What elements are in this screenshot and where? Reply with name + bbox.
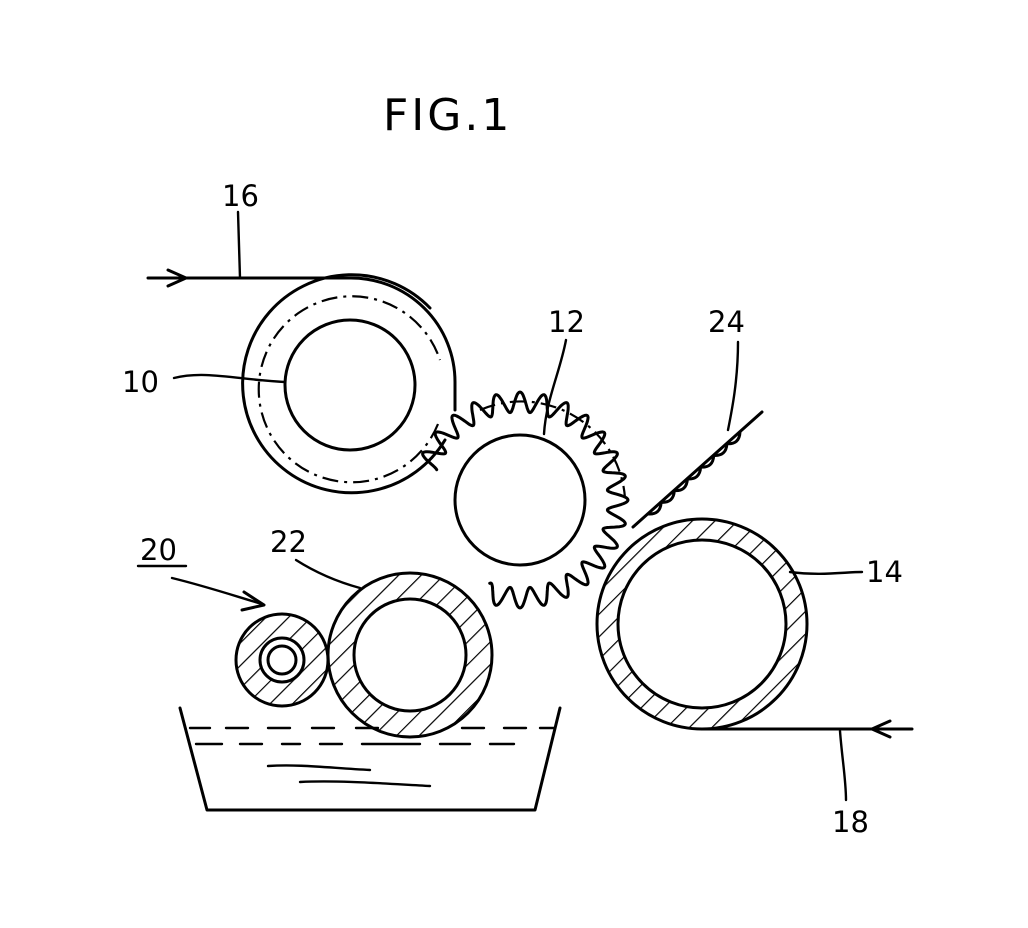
roll-12 bbox=[421, 338, 630, 610]
roll-10 bbox=[172, 273, 447, 495]
roll-22 bbox=[294, 558, 494, 739]
ref-label-16: 16 bbox=[222, 179, 259, 213]
web-18 bbox=[700, 719, 914, 802]
ref-label-10: 10 bbox=[122, 365, 159, 399]
web-16 bbox=[146, 210, 457, 412]
label-group-20: 20 bbox=[136, 533, 266, 612]
ref-label-14: 14 bbox=[866, 555, 903, 589]
web-18-arrow-icon bbox=[870, 719, 892, 739]
web-24-embossed-bumps bbox=[646, 430, 742, 516]
ref-label-20: 20 bbox=[140, 533, 177, 567]
web-16-arrow-icon bbox=[166, 268, 188, 288]
web-24 bbox=[631, 340, 764, 529]
ref-label-24: 24 bbox=[708, 305, 745, 339]
roll-20 bbox=[234, 612, 330, 708]
ref-label-22: 22 bbox=[270, 525, 307, 559]
gear-teeth-12 bbox=[421, 390, 630, 610]
figure-title: FIG.1 bbox=[383, 90, 512, 141]
label-20-arrow-icon bbox=[240, 590, 266, 612]
ref-label-18: 18 bbox=[832, 805, 869, 839]
ref-label-12: 12 bbox=[548, 305, 585, 339]
roll-14 bbox=[595, 517, 864, 731]
adhesive-tray bbox=[178, 706, 562, 812]
